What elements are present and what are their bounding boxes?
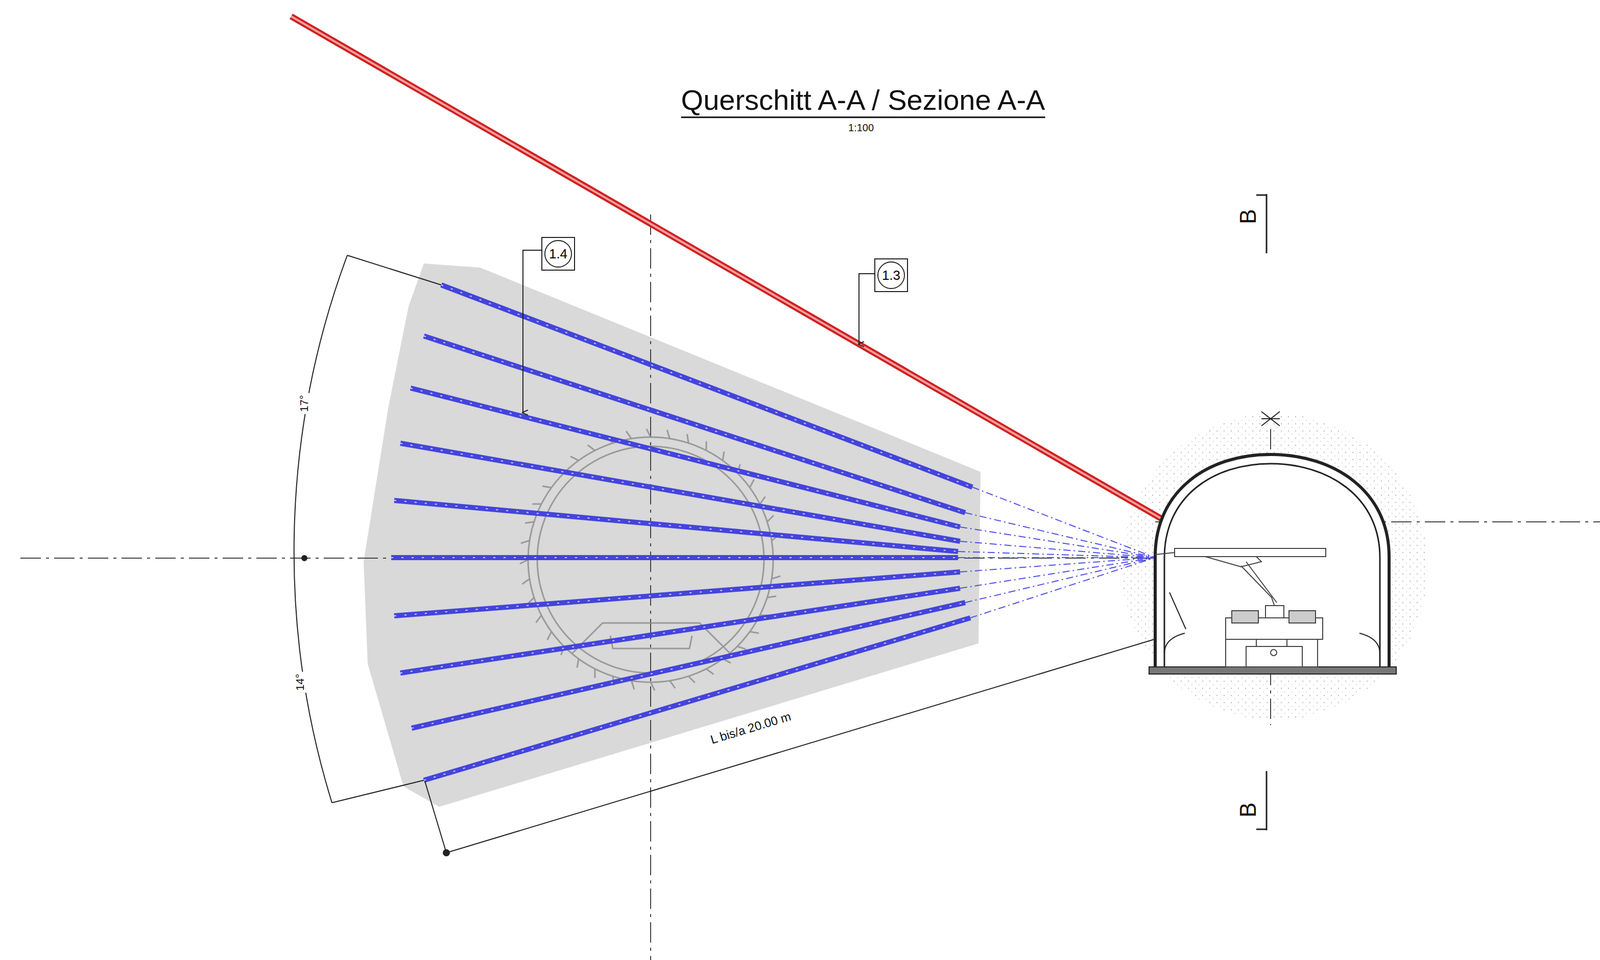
angle-dimension bbox=[294, 255, 442, 803]
rock-tick bbox=[646, 428, 651, 438]
angle-label: 14° bbox=[294, 671, 307, 693]
rock-tick bbox=[670, 680, 676, 689]
tunnel-section bbox=[1149, 411, 1397, 675]
rock-tick bbox=[577, 658, 579, 668]
rock-tick bbox=[759, 496, 766, 505]
rock-tick bbox=[519, 559, 529, 564]
scale-label: 1:100 bbox=[848, 122, 874, 134]
rock-tick bbox=[587, 445, 595, 451]
drill-path bbox=[965, 512, 1156, 558]
grout-pipe bbox=[400, 588, 961, 674]
rock-tick bbox=[737, 646, 747, 650]
length-dimension bbox=[424, 559, 1188, 856]
rock-tick bbox=[767, 515, 774, 522]
rock-tick bbox=[542, 486, 552, 488]
angle-label: 17° bbox=[298, 392, 311, 414]
rock-tick bbox=[650, 682, 655, 691]
axis bbox=[650, 214, 652, 960]
rock-tick bbox=[749, 479, 754, 488]
drill-path bbox=[970, 557, 1156, 618]
rock-tick bbox=[686, 434, 689, 444]
grout-pipe bbox=[394, 500, 959, 552]
rock-tick bbox=[547, 631, 552, 640]
axis bbox=[20, 557, 1156, 559]
rock-tick bbox=[532, 503, 542, 505]
callout-circle bbox=[877, 261, 905, 289]
title: Querschitt A-A / Sezione A-A bbox=[681, 84, 1046, 116]
section-label: B bbox=[1235, 208, 1261, 224]
callout-number: 1.3 bbox=[881, 267, 901, 284]
grout-pipe bbox=[394, 571, 961, 616]
grout-pipe bbox=[441, 284, 973, 488]
drill-path bbox=[972, 487, 1156, 558]
section-marker bbox=[1256, 194, 1267, 831]
ground-stipple bbox=[1121, 413, 1428, 721]
callout-box: 1.3 bbox=[874, 258, 909, 293]
rock-tick bbox=[666, 430, 670, 439]
title-underline bbox=[681, 116, 1046, 118]
rock-tick bbox=[570, 456, 579, 461]
grout-pipe bbox=[394, 500, 959, 552]
rock-tick bbox=[749, 631, 759, 634]
rock-tick bbox=[626, 431, 632, 439]
drill-path bbox=[960, 557, 1156, 589]
rock-tick bbox=[521, 579, 530, 585]
drill-rig bbox=[1155, 548, 1326, 667]
rock-tick bbox=[520, 540, 530, 543]
rock-tick bbox=[536, 615, 542, 623]
rock-tick bbox=[631, 680, 634, 690]
rock-tick bbox=[593, 669, 596, 679]
grout-pipe bbox=[391, 555, 959, 561]
drill-path bbox=[958, 551, 1156, 558]
callout-leader bbox=[522, 250, 875, 413]
rock-tick bbox=[722, 451, 725, 461]
rock-tick bbox=[767, 595, 777, 598]
rock-tick bbox=[706, 669, 714, 675]
drill-path bbox=[958, 557, 1156, 559]
grout-pipe bbox=[394, 571, 961, 616]
grout-pipe bbox=[411, 602, 966, 729]
grout-pipe bbox=[400, 588, 961, 674]
rock-tick bbox=[524, 521, 535, 524]
grout-pipe bbox=[423, 617, 971, 781]
rock-tick bbox=[705, 441, 707, 451]
rock-tick bbox=[771, 576, 781, 579]
callout-box: 1.4 bbox=[541, 236, 576, 271]
grout-pipe bbox=[423, 336, 966, 513]
drill-path bbox=[960, 541, 1156, 558]
callout-circle bbox=[544, 240, 572, 268]
grout-pipe bbox=[441, 284, 973, 488]
leader-line bbox=[1169, 592, 1186, 630]
grout-pipe bbox=[411, 602, 966, 729]
grout-pipe bbox=[423, 617, 971, 781]
callout-number: 1.4 bbox=[548, 246, 568, 262]
drill-path bbox=[965, 557, 1156, 603]
rock-tick bbox=[688, 676, 696, 683]
grout-zone bbox=[363, 263, 981, 807]
section-label: B bbox=[1235, 802, 1261, 818]
grout-pipe bbox=[423, 336, 966, 513]
grout-pipe bbox=[391, 557, 959, 559]
drill-path bbox=[960, 527, 1156, 558]
